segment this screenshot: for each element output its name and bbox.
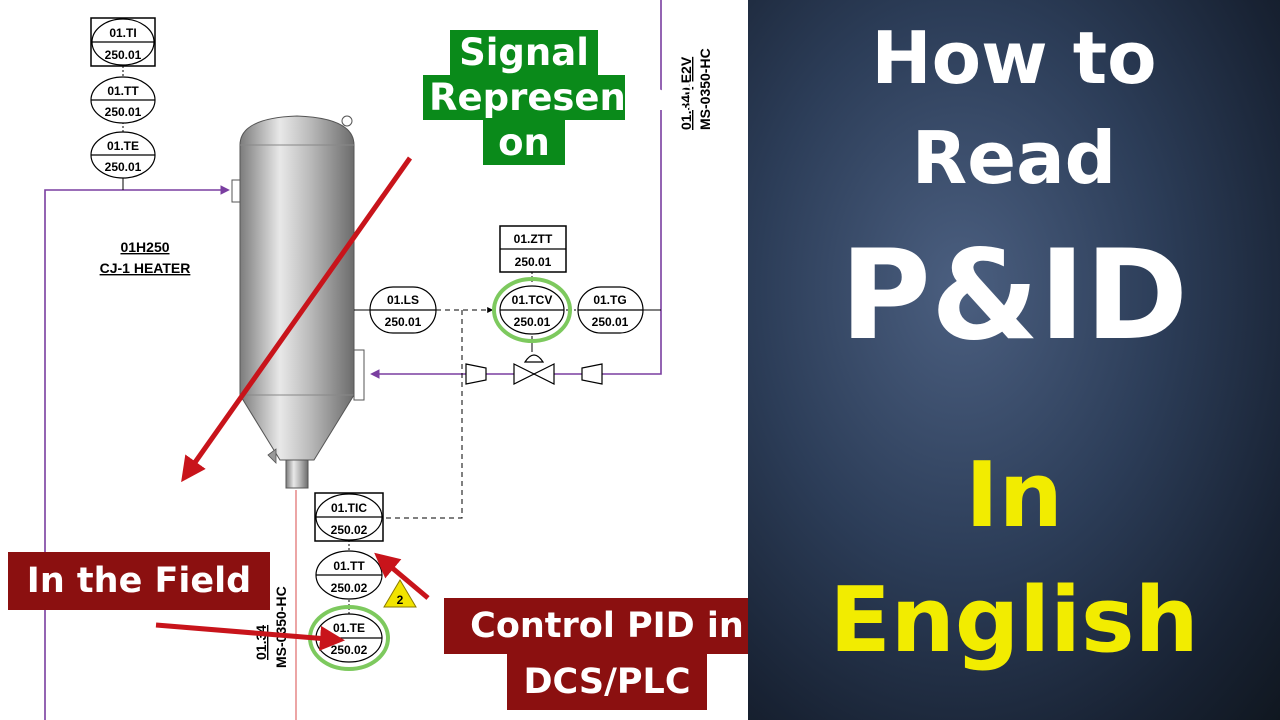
tag-label: 01.TCV (512, 293, 553, 307)
tag-number: 250.01 (105, 160, 142, 174)
title-line-5: English (829, 568, 1199, 673)
field-arrow (155, 622, 345, 651)
process-line-left (44, 185, 230, 720)
line-tag-bottom: 01.34 (253, 625, 269, 660)
instrument-01te-top: 01.TE 250.01 (90, 131, 156, 179)
callout-line: Control PID in (444, 598, 770, 654)
title-line-4: In (965, 443, 1063, 548)
tag-label: 01.LS (387, 293, 419, 307)
callout-line: Signal (450, 30, 598, 75)
line-tag-top: 01.340.E2V (678, 56, 694, 130)
tag-number: 250.01 (515, 255, 552, 269)
tag-label: 01.TE (107, 139, 139, 153)
heater-name: CJ-1 HEATER (100, 260, 191, 276)
title-line-3: P&ID (839, 224, 1189, 368)
line-spec-bottom: MS-0350-HC (273, 586, 289, 668)
in-the-field-callout: In the Field (8, 552, 270, 610)
instrument-01ls: 01.LS 250.01 (369, 286, 437, 334)
tag-label: 01.TT (333, 559, 365, 573)
revision-triangle: 2 (383, 579, 417, 608)
tag-label: 01.TIC (331, 501, 367, 515)
tag-number: 250.02 (331, 581, 368, 595)
revision-number: 2 (397, 593, 404, 607)
annotation-arrows (155, 156, 430, 651)
control-arrow (374, 552, 430, 600)
instrument-01tg: 01.TG 250.01 (577, 286, 644, 334)
tag-label: 01.ZTT (514, 232, 553, 246)
tag-label: 01.TG (593, 293, 626, 307)
callout-line: Representati (423, 75, 699, 120)
line-spec-top: MS-0350-HC (697, 48, 713, 130)
callout-line: DCS/PLC (507, 654, 707, 710)
control-pid-callout: Control PID in DCS/PLC (444, 598, 770, 710)
instrument-01ztt: 01.ZTT 250.01 (499, 225, 567, 273)
instrument-01tt-top: 01.TT 250.01 (90, 76, 156, 124)
tag-number: 250.02 (331, 523, 368, 537)
tag-number: 250.01 (105, 48, 142, 62)
callout-line: on (483, 120, 565, 165)
control-valve-train (465, 354, 603, 385)
instrument-01tt-bottom: 01.TT 250.02 (315, 550, 383, 600)
title-line-2: Read (911, 116, 1117, 200)
tag-number: 250.01 (592, 315, 629, 329)
title-banner: How to Read P&ID In English (748, 0, 1280, 720)
tag-number: 250.01 (385, 315, 422, 329)
tag-label: 01.TE (333, 621, 365, 635)
tag-number: 250.01 (514, 315, 551, 329)
signal-representation-callout: Signal Representati on (422, 30, 699, 190)
pid-drawing: 01.TI 250.01 01.TT 250.01 01.TE 250.01 0… (44, 0, 713, 720)
heater-tag: 01H250 (120, 239, 169, 255)
signal-arrow (181, 156, 413, 483)
highlight-ring (492, 277, 572, 343)
tag-number: 250.01 (105, 105, 142, 119)
tag-label: 01.TI (109, 26, 136, 40)
instrument-01tcv: 01.TCV 250.01 (492, 277, 572, 343)
reducer-left (465, 363, 487, 385)
tag-label: 01.TT (107, 84, 139, 98)
instrument-01tic: 01.TIC 250.02 (314, 492, 384, 542)
tag-number: 250.02 (331, 643, 368, 657)
title-line-1: How to (871, 16, 1157, 100)
valve-actuator (523, 354, 545, 363)
connector-lines (122, 66, 661, 614)
control-valve (513, 363, 555, 385)
heater-vessel (231, 115, 365, 489)
reducer-right (581, 363, 603, 385)
instrument-01ti: 01.TI 250.01 (90, 17, 156, 67)
pid-diagram: 01.TI 250.01 01.TT 250.01 01.TE 250.01 0… (8, 0, 770, 720)
